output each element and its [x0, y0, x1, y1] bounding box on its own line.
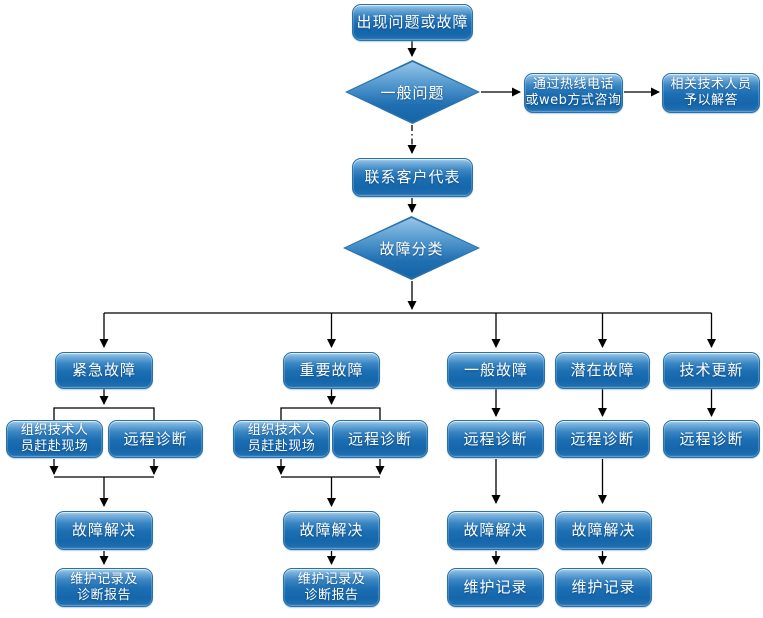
node-category-potential: 潜在故障 — [555, 352, 650, 389]
node-general-resolve: 故障解决 — [447, 511, 544, 550]
node-urgent-resolve: 故障解决 — [55, 511, 153, 550]
node-important-remote-label: 远程诊断 — [347, 429, 412, 448]
node-contact-rep-label: 联系客户代表 — [364, 168, 461, 187]
node-potential-remote-label: 远程诊断 — [570, 429, 635, 448]
node-urgent-record-label: 维护记录及 诊断报告 — [70, 571, 138, 603]
node-category-techupdate-label: 技术更新 — [679, 361, 744, 380]
node-general-remote-label: 远程诊断 — [463, 429, 528, 448]
node-category-important: 重要故障 — [283, 352, 380, 389]
node-important-resolve: 故障解决 — [283, 511, 380, 550]
node-category-techupdate: 技术更新 — [663, 352, 760, 389]
node-urgent-onsite-label: 组织技术人 员赶赴现场 — [20, 423, 89, 454]
node-important-onsite-label: 组织技术人 员赶赴现场 — [247, 423, 316, 454]
node-important-record-label: 维护记录及 诊断报告 — [297, 571, 366, 603]
node-important-remote: 远程诊断 — [332, 420, 428, 458]
node-category-urgent: 紧急故障 — [55, 352, 153, 389]
node-hotline-label: 通过热线电话 或web方式咨询 — [525, 77, 622, 108]
node-potential-resolve-label: 故障解决 — [571, 521, 636, 540]
node-general-record: 维护记录 — [447, 568, 544, 607]
node-urgent-remote-label: 远程诊断 — [123, 429, 188, 448]
node-techupdate-remote: 远程诊断 — [663, 420, 760, 458]
node-answer-label: 相关技术人员 予以解答 — [670, 77, 752, 108]
node-category-urgent-label: 紧急故障 — [71, 361, 136, 380]
important-split-bar — [280, 407, 381, 421]
node-start-label: 出现问题或故障 — [356, 13, 469, 32]
node-general-remote: 远程诊断 — [447, 420, 544, 458]
node-category-general-label: 一般故障 — [463, 361, 528, 380]
node-urgent-remote: 远程诊断 — [108, 420, 203, 458]
node-category-important-label: 重要故障 — [299, 361, 364, 380]
node-potential-resolve: 故障解决 — [555, 511, 652, 550]
node-urgent-resolve-label: 故障解决 — [71, 521, 136, 540]
node-contact-rep: 联系客户代表 — [352, 158, 473, 197]
decision-general-question: 一般问题 — [345, 60, 480, 124]
node-urgent-onsite: 组织技术人 员赶赴现场 — [6, 420, 103, 458]
node-potential-record: 维护记录 — [555, 568, 652, 607]
node-general-record-label: 维护记录 — [463, 578, 528, 597]
decision-fault-classify: 故障分类 — [343, 216, 480, 280]
node-potential-remote: 远程诊断 — [555, 420, 650, 458]
node-potential-record-label: 维护记录 — [571, 578, 636, 597]
node-important-record: 维护记录及 诊断报告 — [283, 568, 380, 607]
node-category-potential-label: 潜在故障 — [570, 361, 635, 380]
node-hotline: 通过热线电话 或web方式咨询 — [524, 73, 623, 113]
node-start: 出现问题或故障 — [352, 4, 473, 41]
node-urgent-record: 维护记录及 诊断报告 — [55, 568, 153, 607]
decision-fault-classify-label: 故障分类 — [379, 239, 444, 258]
node-general-resolve-label: 故障解决 — [463, 521, 528, 540]
node-important-onsite: 组织技术人 员赶赴现场 — [233, 420, 330, 458]
decision-general-question-label: 一般问题 — [380, 83, 445, 102]
node-category-general: 一般故障 — [447, 352, 545, 389]
node-answer: 相关技术人员 予以解答 — [662, 73, 760, 113]
node-techupdate-remote-label: 远程诊断 — [679, 429, 744, 448]
urgent-split-bar — [53, 407, 155, 421]
node-important-resolve-label: 故障解决 — [299, 521, 364, 540]
